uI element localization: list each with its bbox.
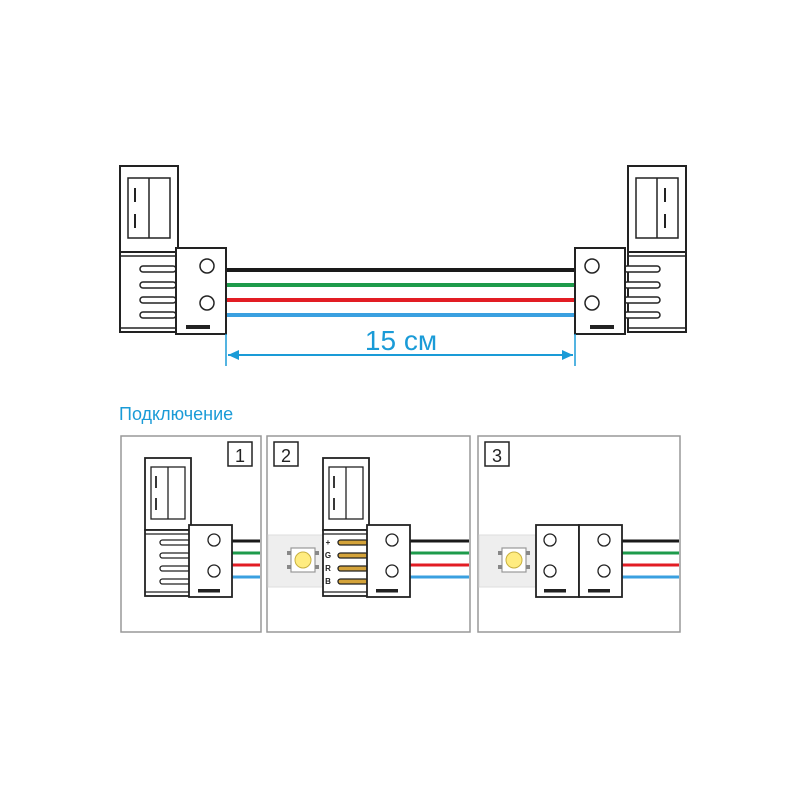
pin-label-b: B	[325, 577, 331, 586]
cable-wires	[226, 268, 575, 317]
pin-label-g: G	[325, 551, 331, 560]
closed-connector	[535, 524, 623, 598]
panel-wires	[232, 539, 260, 579]
top-cable-assembly: 15 см	[119, 165, 687, 366]
section-title: Подключение	[119, 404, 233, 424]
left-connector	[119, 165, 227, 335]
step-panel-1: 1	[120, 435, 262, 633]
step-number: 3	[492, 446, 502, 466]
dimension-label: 15 см	[365, 325, 437, 356]
right-connector	[574, 165, 687, 335]
led-chip-icon	[294, 551, 312, 569]
dimension-indicator: 15 см	[225, 322, 576, 366]
step-number: 2	[281, 446, 291, 466]
step-panel-3: 3	[477, 435, 681, 633]
panel-wires	[410, 539, 469, 579]
pin-labels: + G R B	[325, 538, 331, 586]
panel-wires	[622, 539, 679, 579]
led-strip	[478, 534, 540, 588]
pin-label-r: R	[325, 564, 331, 573]
led-chip-icon	[505, 551, 523, 569]
step-number: 1	[235, 446, 245, 466]
step-panel-2: 2	[266, 435, 471, 633]
pin-label-plus: +	[326, 538, 331, 547]
panel-connector	[144, 457, 233, 598]
panel-connector	[322, 457, 411, 598]
